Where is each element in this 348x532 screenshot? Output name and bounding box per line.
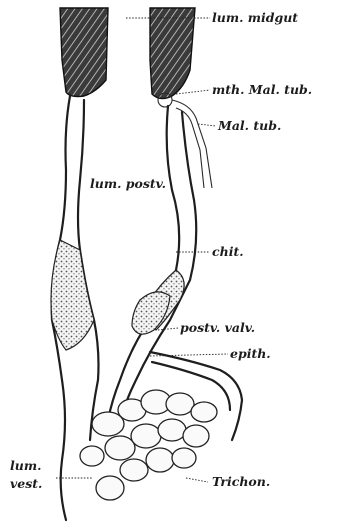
hindgut-right-wall — [108, 106, 196, 420]
label-lum: lum. — [10, 458, 41, 473]
label-mth-mal-tub: mth. Mal. tub. — [212, 82, 312, 97]
label-postv-valv: postv. valv. — [180, 320, 255, 335]
label-lum-midgut: lum. midgut — [212, 10, 298, 25]
midgut-right-wall — [150, 8, 195, 99]
label-mal-tub: Mal. tub. — [217, 118, 281, 133]
midgut-left-wall — [60, 8, 108, 97]
label-trichon: Trichon. — [212, 474, 270, 489]
label-epith: epith. — [230, 346, 271, 361]
label-vest: vest. — [10, 476, 42, 491]
label-chit: chit. — [212, 244, 244, 259]
label-lum-postv: lum. postv. — [90, 176, 166, 191]
trichonympha-cluster — [80, 390, 217, 500]
